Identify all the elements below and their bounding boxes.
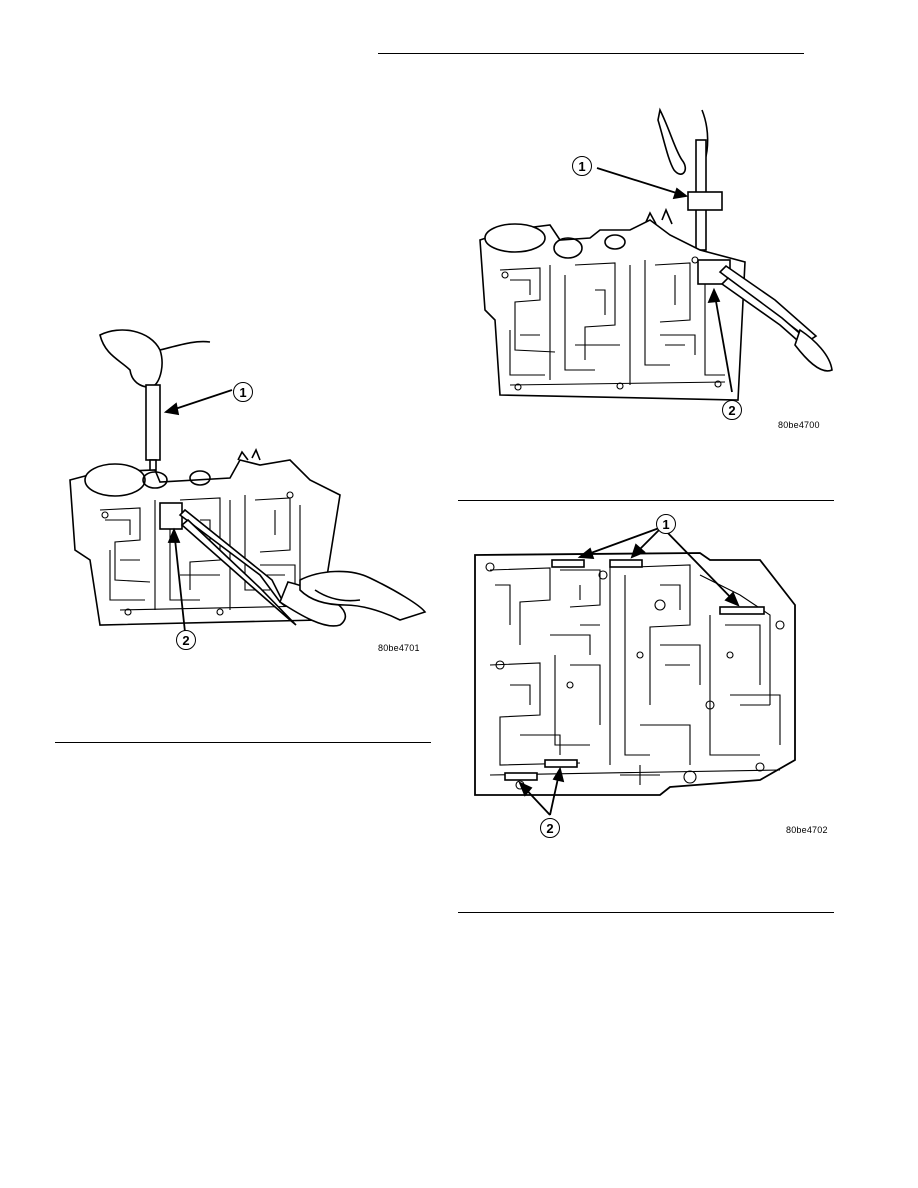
figure3-id: 80be4702 bbox=[786, 825, 828, 835]
figure3-callout-1: 1 bbox=[656, 514, 676, 534]
rule-right-bottom bbox=[458, 912, 834, 913]
rule-left-bottom bbox=[55, 742, 431, 743]
figure-valve-body-left: 1 2 80be4701 bbox=[60, 320, 440, 660]
figure2-callout-2: 2 bbox=[722, 400, 742, 420]
figure2-id: 80be4700 bbox=[778, 420, 820, 430]
figure2-callout-1: 1 bbox=[572, 156, 592, 176]
figure-valve-body-right: 1 2 80be4700 bbox=[470, 100, 840, 440]
rule-right-mid bbox=[458, 500, 834, 501]
valve-body-illustration-right bbox=[479, 107, 833, 401]
separator-plate-illustration bbox=[474, 526, 796, 816]
figure1-callout-2: 2 bbox=[176, 630, 196, 650]
valve-body-illustration-left bbox=[69, 329, 427, 633]
top-rule-right bbox=[378, 53, 804, 54]
figure3-callout-2: 2 bbox=[540, 818, 560, 838]
figure1-callout-1: 1 bbox=[233, 382, 253, 402]
figure1-id: 80be4701 bbox=[378, 643, 420, 653]
figure-separator-plate: 1 2 80be4702 bbox=[460, 505, 840, 850]
